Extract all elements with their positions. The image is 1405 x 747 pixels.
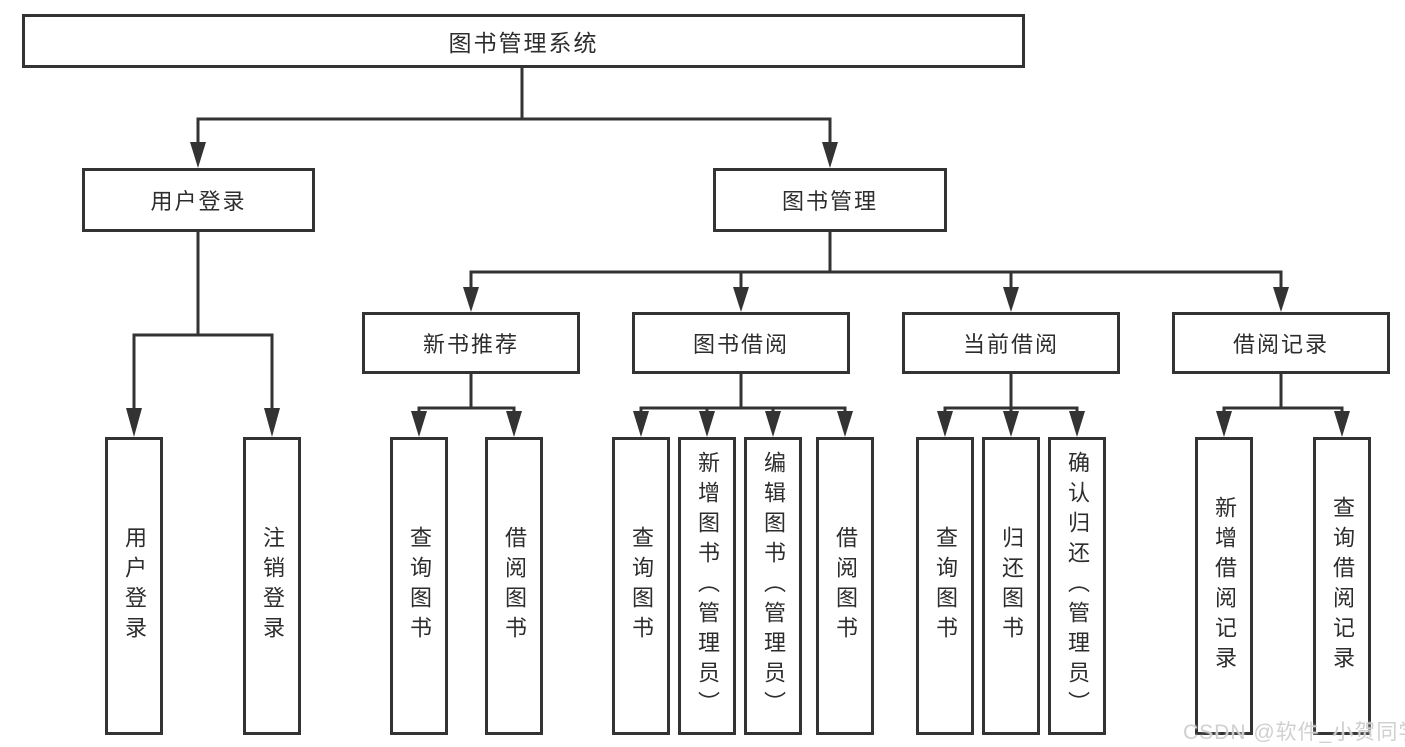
node-label: 图书管理系统: [448, 30, 599, 56]
leaf-label: 用户登录: [122, 526, 147, 646]
leaf-label: 归还图书: [999, 526, 1024, 646]
node-book-management: 图书管理: [713, 168, 947, 232]
leaf-label: 新增图书（管理员）: [695, 451, 720, 721]
node-label: 图书借阅: [692, 332, 789, 357]
leaf-label: 借阅图书: [833, 526, 858, 646]
leaf-query-books-current: 查询图书: [916, 437, 974, 735]
leaf-label: 查询图书: [407, 526, 432, 646]
node-new-book-recommendation: 新书推荐: [362, 312, 580, 374]
leaf-confirm-return-admin: 确认归还（管理员）: [1048, 437, 1106, 735]
leaf-query-books-newbook: 查询图书: [390, 437, 448, 735]
node-label: 用户登录: [150, 189, 247, 214]
node-label: 图书管理: [781, 189, 878, 214]
leaf-borrow-books-borrowing: 借阅图书: [816, 437, 874, 735]
leaf-user-login: 用户登录: [105, 437, 163, 735]
leaf-label: 注销登录: [260, 526, 285, 646]
leaf-label: 查询图书: [933, 526, 958, 646]
leaf-return-books: 归还图书: [982, 437, 1040, 735]
leaf-label: 编辑图书（管理员）: [761, 451, 786, 721]
leaf-query-books-borrowing: 查询图书: [612, 437, 670, 735]
node-label: 新书推荐: [422, 332, 519, 357]
leaf-add-books-admin: 新增图书（管理员）: [678, 437, 736, 735]
leaf-label: 新增借阅记录: [1212, 496, 1237, 676]
node-current-borrowing: 当前借阅: [902, 312, 1120, 374]
node-library-system: 图书管理系统: [22, 14, 1025, 68]
leaf-borrow-books-newbook: 借阅图书: [485, 437, 543, 735]
leaf-query-borrow-record: 查询借阅记录: [1313, 437, 1371, 735]
node-label: 借阅记录: [1232, 332, 1329, 357]
leaf-label: 查询借阅记录: [1330, 496, 1355, 676]
arrowheads: [126, 142, 1350, 437]
node-borrowing-records: 借阅记录: [1172, 312, 1390, 374]
leaf-label: 查询图书: [629, 526, 654, 646]
leaf-label: 确认归还（管理员）: [1065, 451, 1090, 721]
leaf-add-borrow-record: 新增借阅记录: [1195, 437, 1253, 735]
node-label: 当前借阅: [962, 332, 1059, 357]
leaf-logout: 注销登录: [243, 437, 301, 735]
node-book-borrowing: 图书借阅: [632, 312, 850, 374]
leaf-edit-books-admin: 编辑图书（管理员）: [744, 437, 802, 735]
leaf-label: 借阅图书: [502, 526, 527, 646]
watermark: CSDN @软件_小贺同学: [1183, 721, 1405, 744]
node-user-login: 用户登录: [82, 168, 315, 232]
